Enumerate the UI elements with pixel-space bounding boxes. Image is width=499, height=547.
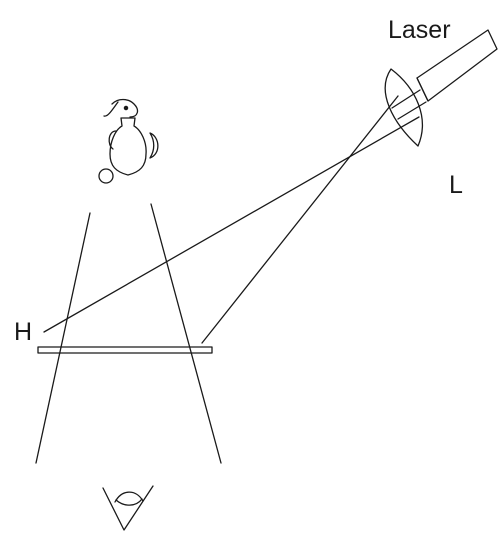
- view-ray-left: [35, 212, 91, 464]
- reference-ray: [43, 116, 420, 333]
- laser-device: [416, 29, 498, 102]
- view-ray-right: [150, 203, 222, 464]
- laser-beam: [391, 89, 427, 120]
- lens-label: L: [449, 171, 463, 199]
- hologram-label: H: [14, 318, 33, 346]
- vase-fish-object-icon: [98, 98, 159, 184]
- laser-label: Laser: [388, 16, 451, 44]
- lens: [384, 68, 423, 147]
- eye-icon: [102, 485, 154, 531]
- object-illumination-ray: [201, 95, 399, 344]
- hologram-plate: [37, 346, 213, 354]
